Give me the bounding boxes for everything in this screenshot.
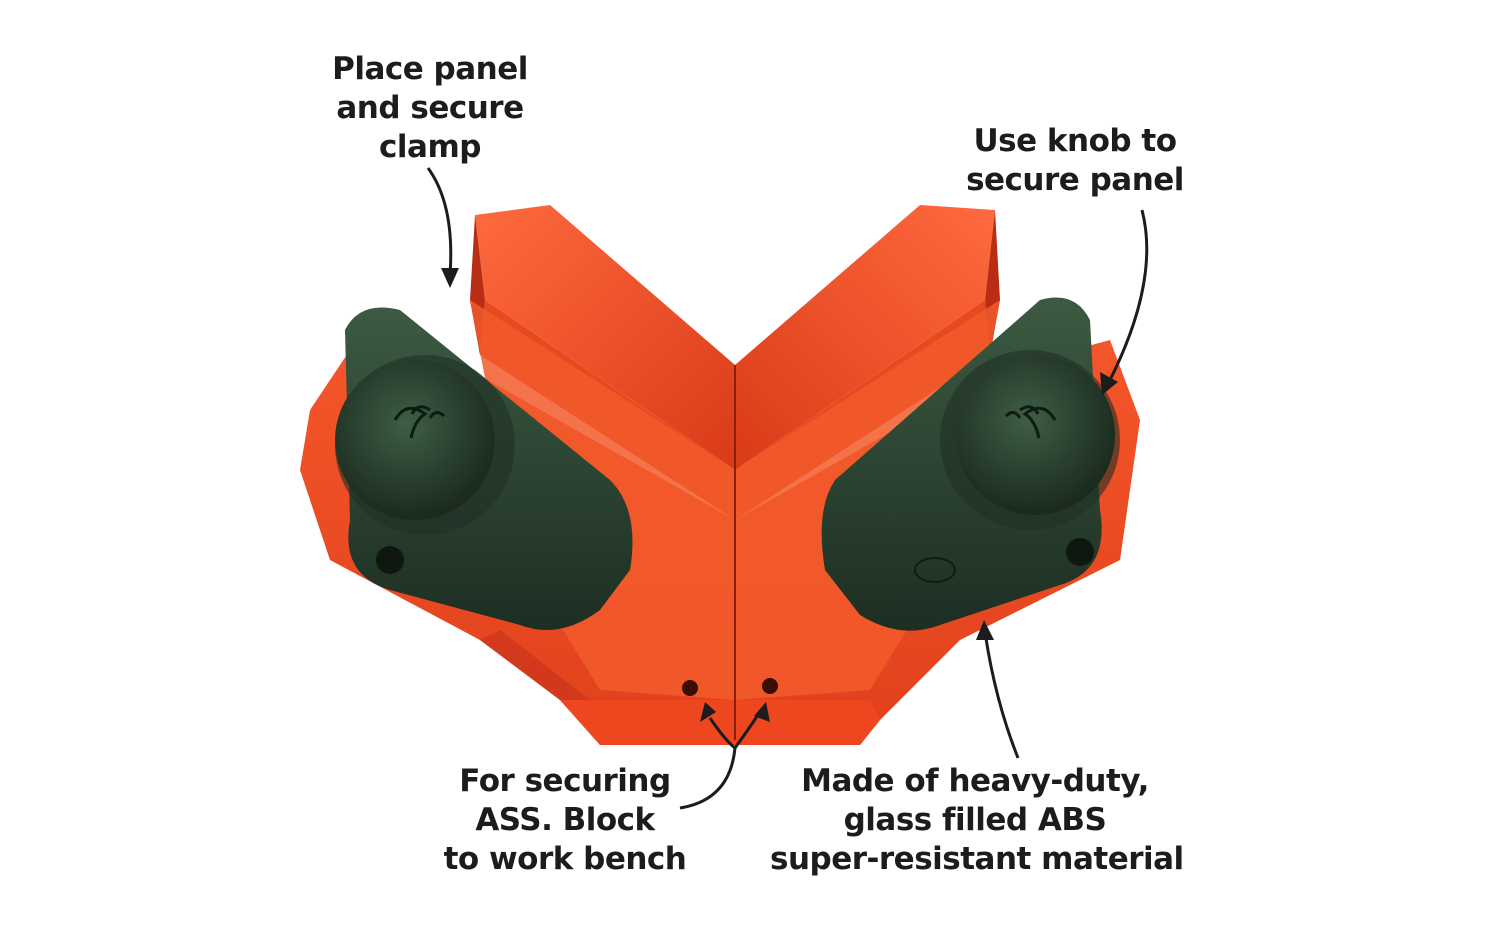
callout-arrows [426,167,1149,810]
callout-place-panel-line-2: and secure [336,90,524,126]
arrowhead-material [976,620,994,640]
left-knob [335,360,495,520]
arrow-use-knob [1108,209,1149,381]
callout-place-panel: Place panel and secure clamp [300,50,560,167]
callout-securing-line-1: For securing [459,763,671,799]
right-knob [955,355,1115,515]
callout-place-panel-line-3: clamp [379,129,481,165]
arrow-securing [679,747,737,810]
arrow-securing-left [708,717,736,750]
arrowhead-place-panel [441,268,459,288]
callout-material-line-1: Made of heavy-duty, [801,763,1149,799]
arrow-place-panel [426,167,453,276]
callout-material: Made of heavy-duty, glass filled ABS sup… [770,762,1184,879]
callout-securing-line-2: ASS. Block [475,802,655,838]
right-green-clamp [821,297,1120,631]
callout-use-knob-line-2: secure panel [966,162,1184,198]
right-knob-logo [1004,405,1057,439]
callout-use-knob: Use knob to secure panel [940,122,1210,200]
callout-use-knob-line-1: Use knob to [973,123,1177,159]
mounting-hole-right [762,678,778,694]
left-clamp-slot [376,546,404,574]
arrowheads [441,268,1118,722]
callout-securing-line-3: to work bench [443,841,687,877]
arrowhead-securing-right [754,702,770,722]
right-clamp-emblem [914,557,956,583]
mounting-hole-left [682,680,698,696]
left-knob-logo [393,405,446,439]
callout-material-line-3: super-resistant material [770,841,1184,877]
callout-place-panel-line-1: Place panel [332,51,528,87]
callout-material-line-2: glass filled ABS [843,802,1107,838]
callout-securing: For securing ASS. Block to work bench [420,762,710,879]
right-clamp-slot [1066,538,1094,566]
mounting-holes [682,678,778,696]
arrowhead-use-knob [1100,372,1118,395]
left-green-clamp [335,307,633,630]
arrowhead-securing-left [700,702,716,722]
arrow-material [983,631,1020,759]
